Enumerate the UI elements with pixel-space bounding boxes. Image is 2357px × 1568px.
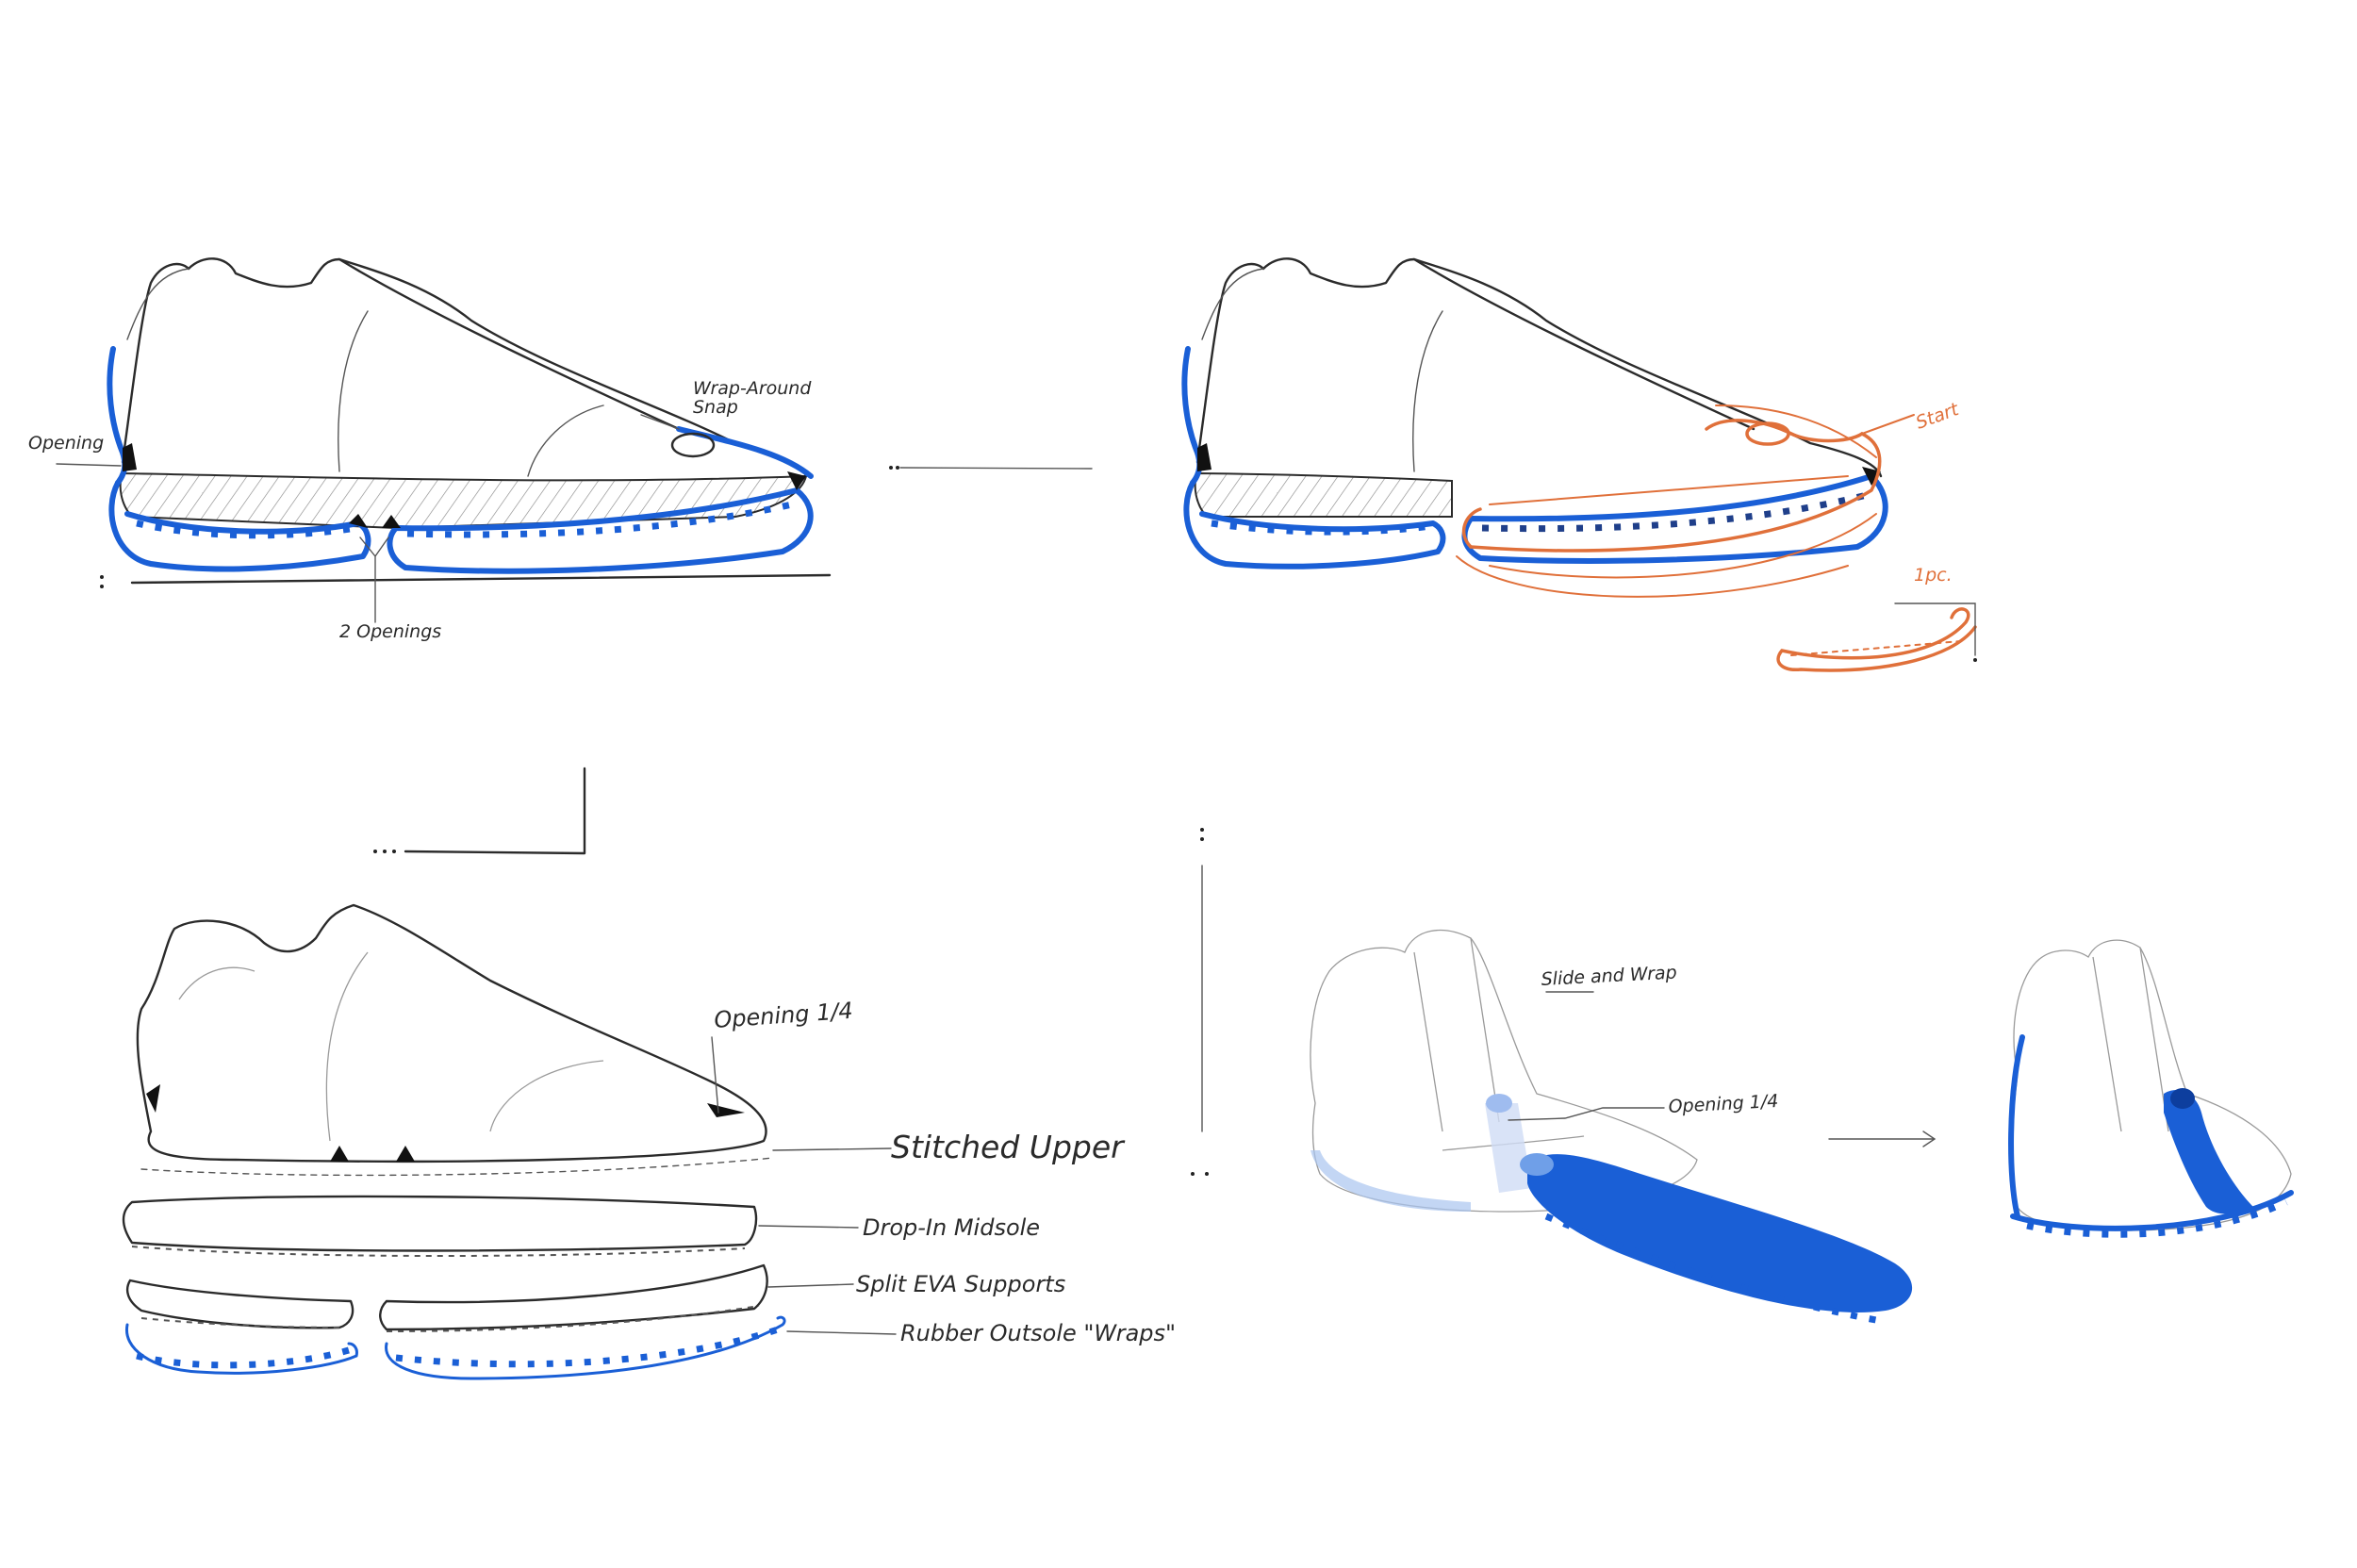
toe-opening-wedge — [707, 1103, 745, 1117]
panel-top-left-shoe — [57, 258, 830, 622]
label-wrap-snap-2: Snap — [693, 397, 738, 418]
label-split-eva: Split EVA Supports — [856, 1271, 1065, 1297]
label-two-openings: 2 Openings — [339, 621, 441, 642]
label-opening-quarter-2: Opening 1/4 — [1668, 1091, 1779, 1117]
midsole-hatch — [121, 473, 806, 528]
label-opening: Opening — [28, 433, 104, 454]
label-rubber-outsole: Rubber Outsole "Wraps" — [900, 1320, 1176, 1346]
heel-wrap-blue — [109, 349, 124, 483]
snap-leader — [641, 415, 679, 429]
shoe-heel-curve — [127, 269, 189, 339]
panel-bottom-left-exploded — [124, 905, 896, 1378]
one-piece-outsole-preview — [1778, 609, 1975, 670]
stitched-upper-outline — [138, 905, 766, 1162]
opening-leader — [57, 464, 121, 466]
toe-wrap-blue — [679, 429, 811, 476]
wrapped-strap — [2164, 1090, 2253, 1213]
rubber-outsole-rear — [126, 1325, 356, 1373]
shoe-upper-outline — [123, 258, 806, 476]
shoe-quarter-line — [338, 311, 368, 471]
heel-opening-mark — [123, 443, 137, 471]
label-one-piece: 1pc. — [1914, 565, 1953, 586]
connector-bottom-right — [1191, 828, 1209, 1176]
split-eva-rear — [127, 1280, 353, 1328]
label-drop-in-midsole: Drop-In Midsole — [863, 1214, 1040, 1241]
connector-top — [889, 466, 1092, 470]
split-eva-front — [380, 1265, 766, 1329]
transition-arrow — [1829, 1131, 1935, 1147]
rubber-outsole-front — [387, 1317, 785, 1378]
drop-in-midsole — [124, 1197, 756, 1251]
ground-line — [132, 575, 830, 583]
orange-wrap-path — [1457, 405, 1977, 670]
label-stitched-upper: Stitched Upper — [891, 1129, 1126, 1165]
label-opening-quarter: Opening 1/4 — [713, 998, 853, 1033]
shoe-collar-line — [339, 259, 679, 429]
shoe-vamp-line — [528, 405, 603, 476]
label-start: Start — [1913, 399, 1963, 434]
label-slide-and-wrap: Slide and Wrap — [1541, 962, 1677, 990]
connector-bottom-left — [373, 768, 585, 853]
panel-bottom-right-slide-wrap — [1310, 931, 2291, 1320]
label-wrap-snap-1: Wrap-Around — [693, 378, 812, 399]
wrap-around-snap — [672, 434, 714, 456]
